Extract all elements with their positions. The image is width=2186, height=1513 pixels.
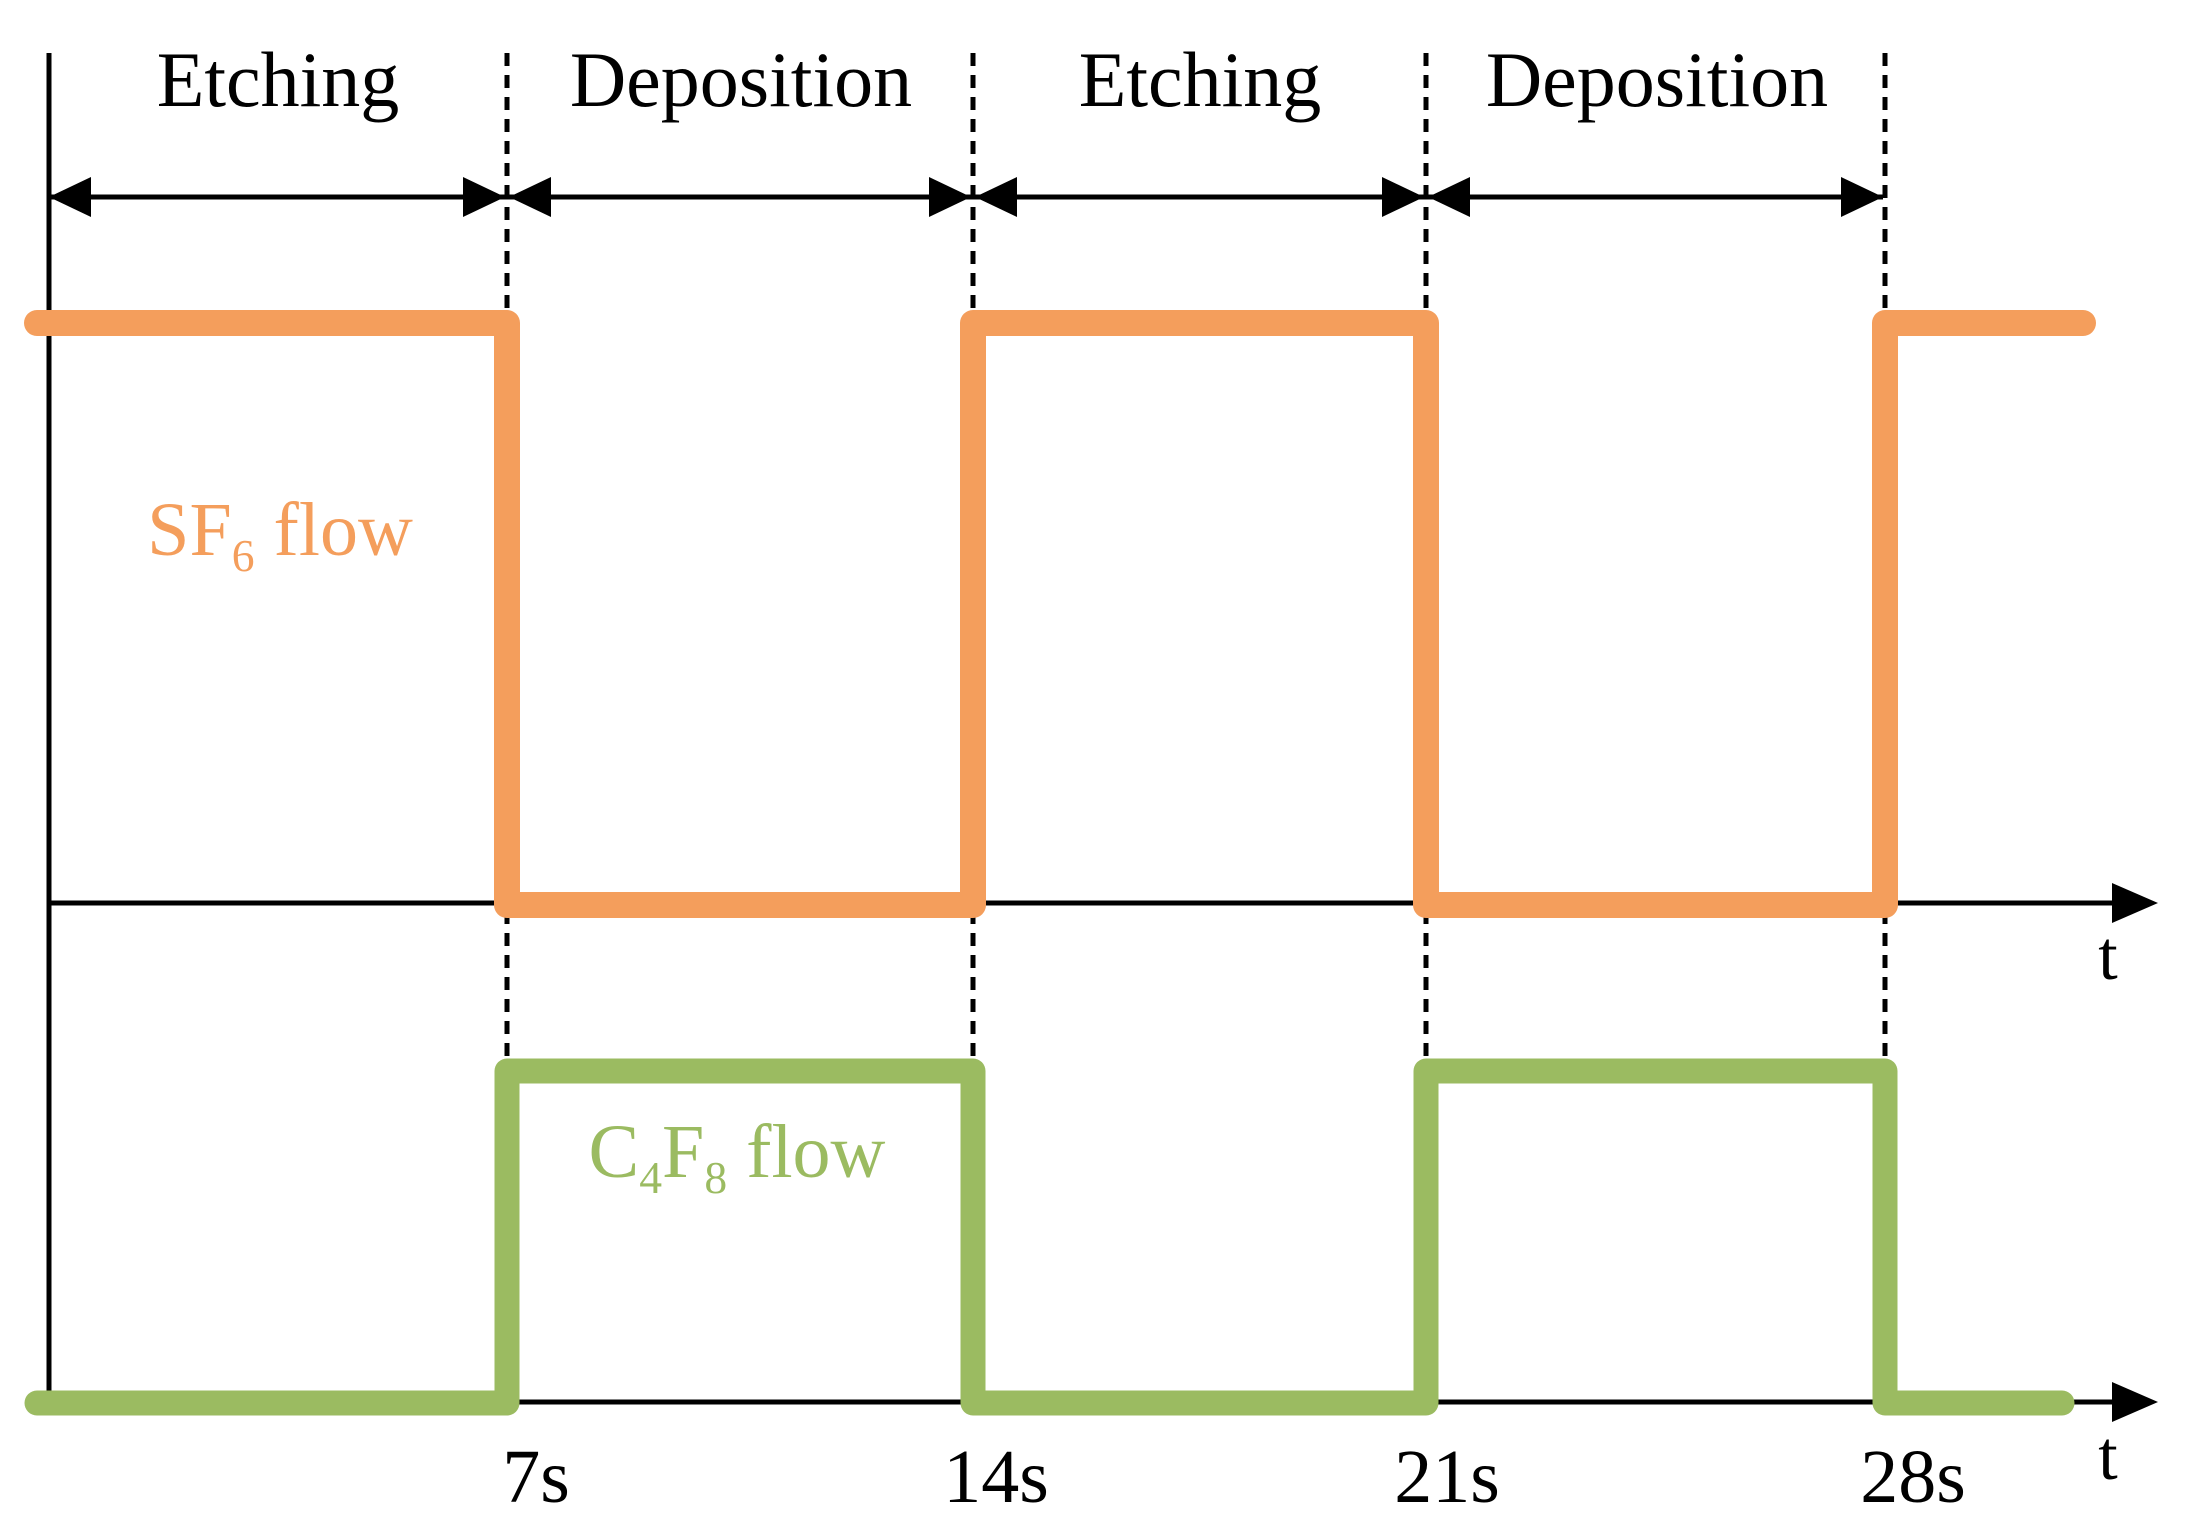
- arrowhead-right-28s-icon: [1841, 177, 1883, 217]
- phase-label-etching-2: Etching: [1078, 36, 1322, 123]
- c4f8-axis-t-label: t: [2098, 1418, 2118, 1495]
- sf6-axis-t-label: t: [2098, 918, 2118, 995]
- arrowhead-right-7s-icon: [463, 177, 505, 217]
- arrowhead-left-7s-icon: [509, 177, 551, 217]
- arrowhead-left-21s-icon: [1428, 177, 1470, 217]
- sf6-time-axis-arrowhead-icon: [2112, 883, 2158, 923]
- phase-label-deposition-2: Deposition: [1485, 36, 1829, 123]
- tick-label-7s: 7s: [502, 1435, 570, 1513]
- phase-label-deposition-1: Deposition: [569, 36, 913, 123]
- c4f8-flow-label: C4F8 flow: [588, 1110, 886, 1204]
- phase-interval-arrows: [49, 177, 1883, 217]
- tick-label-14s: 14s: [943, 1435, 1049, 1513]
- arrowhead-right-14s-icon: [929, 177, 971, 217]
- arrowhead-left-14s-icon: [975, 177, 1017, 217]
- arrowhead-right-21s-icon: [1382, 177, 1424, 217]
- arrowhead-left-start-icon: [49, 177, 91, 217]
- c4f8-flow-waveform: [24, 1058, 2075, 1416]
- sf6-flow-label: SF6 flow: [147, 488, 413, 582]
- phase-label-etching-1: Etching: [156, 36, 400, 123]
- axes: [46, 53, 2158, 1422]
- tick-label-28s: 28s: [1860, 1435, 1966, 1513]
- tick-label-21s: 21s: [1394, 1435, 1500, 1513]
- c4f8-time-axis-arrowhead-icon: [2112, 1382, 2158, 1422]
- sf6-flow-waveform: [24, 310, 2096, 918]
